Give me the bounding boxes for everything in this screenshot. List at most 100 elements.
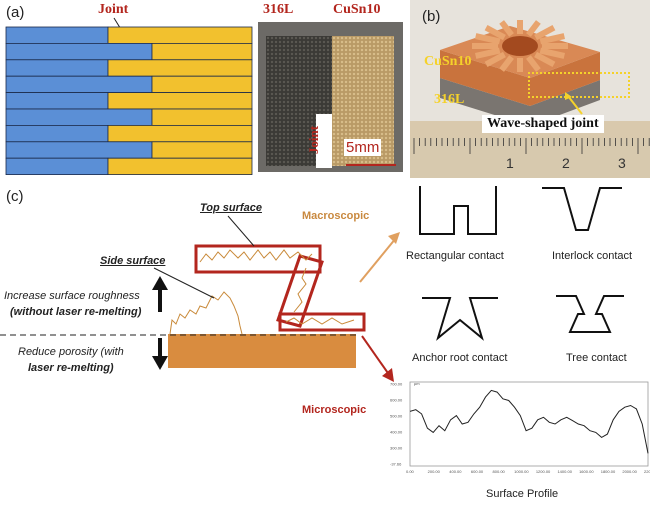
interlock-contact-icon [542,187,622,231]
sample-cusn10-region [332,36,394,166]
x-tick-label: 400.00 [449,469,462,474]
joint-label: Joint [98,2,129,17]
photo-joint-label: Joint [306,125,322,155]
tree-contact-icon [556,295,624,333]
anchor-root-contact-icon [422,297,498,341]
top-surface-frame [194,244,322,274]
substrate-block [168,334,356,368]
material-316l-label: 316L [263,2,294,17]
stripe-cusn10 [107,26,253,44]
x-tick-label: 1000.00 [514,469,529,474]
x-tick-label: 2000.00 [622,469,637,474]
stripe-cusn10 [151,75,253,93]
anchor-root-contact-label: Anchor root contact [412,352,508,364]
roughness-label-1: Increase surface roughness [4,290,140,302]
x-tick-label: 800.00 [493,469,506,474]
surface-profile-plot: 700.00 600.00 500.00 400.00 300.00 -37.66 0.0… [390,381,650,474]
y-tick-label: 700.00 [390,382,403,387]
macroscopic-arrow [359,237,397,283]
surface-profile-title: Surface Profile [486,488,559,500]
stripe-316l [5,141,153,159]
wave-joint-callout: Wave-shaped joint [482,115,604,133]
ring-fin [484,24,506,41]
roughness-label-2: (without laser re-melting) [10,306,142,318]
scale-bar [346,164,396,166]
stripe-cusn10 [107,157,253,175]
stripe-cusn10 [151,43,253,61]
panel-c-label: (c) [6,188,24,205]
stripe-cusn10 [151,108,253,126]
diagonal-frame [276,254,324,328]
microscopic-arrow [361,335,391,377]
photo-joint-tag: Joint [306,114,332,168]
sample-block [440,20,600,126]
316l-label: 316L [434,92,465,107]
ring-fin [475,33,501,45]
stripe-316l [5,108,153,126]
y-tick-label: 300.00 [390,446,403,451]
rectangular-contact-icon [419,186,497,235]
sample-photo: Joint 5mm [258,22,403,172]
x-tick-label: 1400.00 [557,469,572,474]
x-tick-label: 1200.00 [536,469,551,474]
microscopic-label: Microscopic [302,404,367,416]
bottom-frame [278,312,366,332]
ring-fin [499,20,514,37]
x-tick-label: 1600.00 [579,469,594,474]
x-tick-label: 0.00 [406,469,415,474]
plot-frame [409,381,649,467]
x-tick-label: 600.00 [471,469,484,474]
stripe-cusn10 [107,92,253,110]
material-cusn10-label: CuSn10 [333,2,381,17]
panel-b-label: (b) [422,8,441,25]
ring-fin [534,24,556,41]
stripe-316l [5,43,153,61]
scale-label: 5mm [344,139,382,156]
ring-fin [526,55,541,72]
diagonal-profile [293,267,307,313]
joint-schematic [5,17,253,175]
top-surface-profile [199,249,313,263]
stripe-316l [5,125,109,143]
y-tick-label: -37.66 [390,462,402,467]
y-unit-label: µm [414,381,420,386]
y-tick-label: 400.00 [390,430,403,435]
tree-contact-label: Tree contact [566,352,627,364]
side-surface-label: Side surface [100,255,166,267]
joint-dotted-box [528,72,630,98]
ruler: 1 2 3 [410,138,650,178]
ring-fin [526,20,541,37]
interlock-contact-label: Interlock contact [552,250,633,262]
ring-fin [484,51,506,68]
top-surface-label: Top surface [200,202,262,214]
stripe-316l [5,26,109,44]
ring-fin [499,55,514,72]
porosity-label-1: Reduce porosity (with [18,346,124,358]
stripe-cusn10 [151,141,253,159]
stripe-cusn10 [107,125,253,143]
panel-b-photo: 1 2 3 (b) CuSn10 316L Wave-shaped joint [410,0,650,178]
y-tick-label: 500.00 [390,414,403,419]
macroscopic-label: Macroscopic [302,210,370,222]
y-tick-label: 600.00 [390,398,403,403]
cusn10-label: CuSn10 [424,54,472,69]
ring-fin [539,47,565,59]
surface-diagram [0,215,400,382]
stripe-316l [5,157,109,175]
stripe-316l [5,75,153,93]
stripe-cusn10 [107,59,253,77]
callout-arrow [565,92,583,115]
x-tick-label: 200.00 [428,469,441,474]
stripe-316l [5,92,109,110]
x-tick-label: 2200.00 [644,469,650,474]
bottom-profile [285,317,355,325]
porosity-label-2: laser re-melting) [28,362,114,374]
ruler-digit-2: 2 [562,155,570,171]
ruler-digit-3: 3 [618,155,626,171]
ruler-digit-1: 1 [506,155,514,171]
ring-fin [475,47,501,59]
side-surface-profile [169,291,243,335]
profile-line [409,389,649,454]
ring-fin [534,51,556,68]
panel-a-label: (a) [6,4,25,21]
